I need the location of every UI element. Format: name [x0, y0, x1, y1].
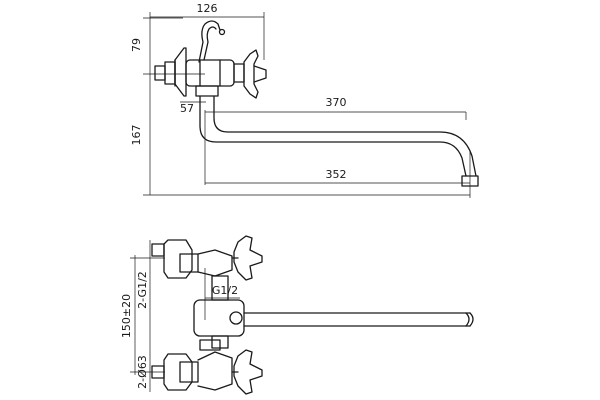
- upper-inlet: [151, 239, 233, 279]
- dim-offset: 57: [180, 102, 194, 115]
- dim-height-upper: 79: [130, 38, 143, 52]
- front-view: 2-G1/2 150±20 2-Ø63 G1/2: [120, 235, 474, 395]
- dim-spout-reach: 352: [326, 168, 347, 181]
- dim-width-handle: 126: [197, 2, 218, 15]
- dim-inlet-thread: 2-G1/2: [136, 271, 149, 309]
- dim-inlet-pipe: 2-Ø63: [136, 355, 149, 389]
- inlet-connector: [154, 59, 176, 87]
- mixer-body: [185, 59, 235, 97]
- lower-cross-handle: [231, 349, 263, 395]
- escutcheon: [174, 47, 187, 97]
- top-dimension-lines: [143, 12, 471, 198]
- cross-handle: [233, 49, 267, 99]
- dim-center-distance: 150±20: [120, 294, 133, 338]
- upper-cross-handle: [231, 235, 263, 281]
- central-riser: [193, 275, 245, 351]
- dim-outlet-thread: G1/2: [212, 284, 238, 297]
- shower-hook: [198, 20, 226, 63]
- front-dimension-lines: [130, 240, 240, 392]
- dim-height-lower: 167: [130, 125, 143, 146]
- spout: [199, 95, 467, 177]
- lower-inlet: [151, 351, 233, 391]
- front-spout: [243, 312, 474, 327]
- aerator: [461, 175, 479, 187]
- dim-spout-length: 370: [326, 96, 347, 109]
- top-view: 126 79 57 370 167 352: [130, 2, 479, 198]
